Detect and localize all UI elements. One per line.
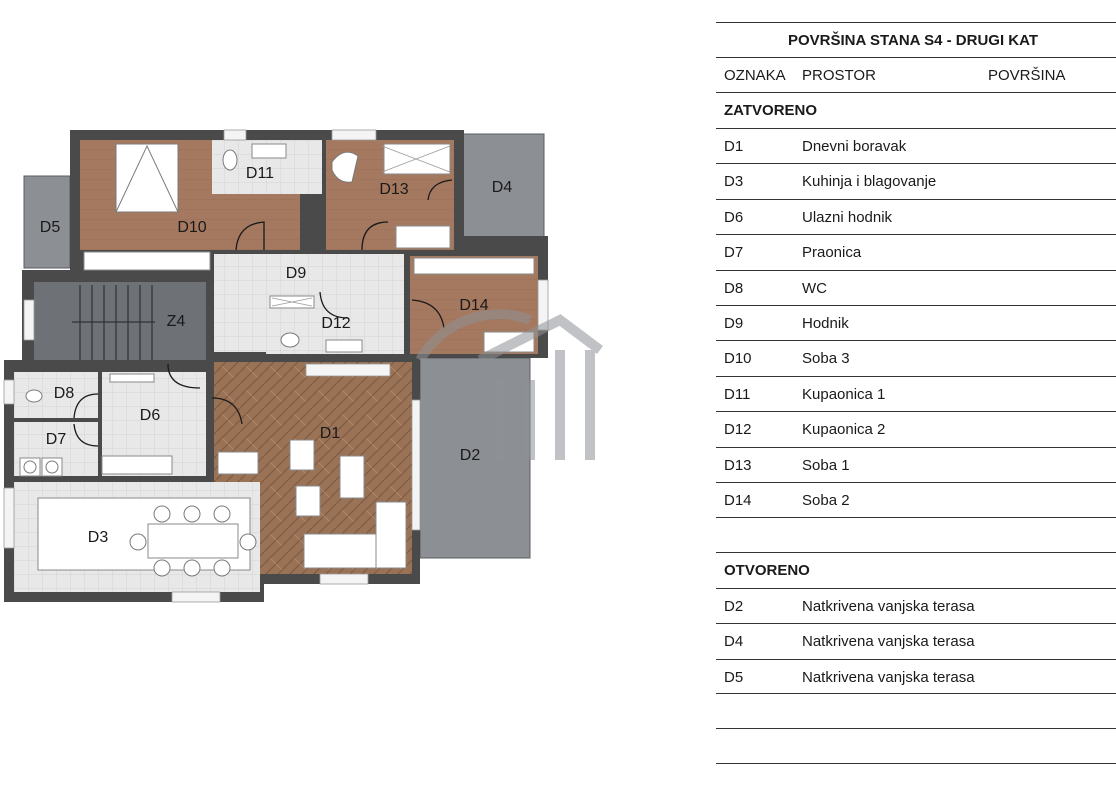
label-d13: D13 xyxy=(379,181,408,198)
row-code: D3 xyxy=(724,173,744,191)
row-code: D12 xyxy=(724,421,752,439)
table-row: D10 Soba 3 xyxy=(716,340,1116,375)
row-room-name: Soba 3 xyxy=(802,350,850,368)
row-code: D5 xyxy=(724,668,744,686)
table-row: D6 Ulazni hodnik xyxy=(716,198,1116,234)
label-d12: D12 xyxy=(321,315,350,332)
row-room-name: Natkrivena vanjska terasa xyxy=(802,598,975,615)
table-row: D11 Kupaonica 1 xyxy=(716,375,1116,411)
row-code: D13 xyxy=(724,456,752,474)
section-open-row: OTVORENO xyxy=(716,552,1116,587)
blank-row xyxy=(716,517,1116,552)
table-row: D1 Dnevni boravak xyxy=(716,128,1116,163)
label-d5: D5 xyxy=(40,219,61,236)
label-d6: D6 xyxy=(140,407,161,424)
row-room-name: Dnevni boravak xyxy=(802,138,907,155)
stairs-z4 xyxy=(34,282,206,360)
label-d14: D14 xyxy=(459,297,488,314)
row-code: D11 xyxy=(724,385,751,403)
row-code: D7 xyxy=(724,244,744,262)
table-row: D14 Soba 2 xyxy=(716,482,1116,517)
label-d7: D7 xyxy=(46,431,67,448)
row-room-name: Natkrivena vanjska terasa xyxy=(802,633,975,651)
table-row: D5 Natkrivena vanjska terasa xyxy=(716,658,1116,694)
label-d10: D10 xyxy=(177,219,206,236)
label-z4: Z4 xyxy=(167,313,186,330)
table-row: D2 Natkrivena vanjska terasa xyxy=(716,588,1116,623)
table-row: D8 WC xyxy=(716,269,1116,305)
table-title-row: POVRŠINA STANA S4 - DRUGI KAT xyxy=(716,22,1116,57)
label-d3: D3 xyxy=(88,529,109,546)
room-area-table: POVRŠINA STANA S4 - DRUGI KAT OZNAKA PRO… xyxy=(716,0,1116,768)
label-d2: D2 xyxy=(460,447,481,464)
row-code: D10 xyxy=(724,350,752,368)
row-room-name: Natkrivena vanjska terasa xyxy=(802,668,975,686)
col-header-code: OZNAKA xyxy=(724,67,786,84)
blank-row xyxy=(716,728,1116,763)
section-closed-label: ZATVORENO xyxy=(724,102,818,119)
row-code: D4 xyxy=(724,633,744,651)
row-code: D8 xyxy=(724,279,744,297)
row-room-name: Soba 2 xyxy=(802,492,850,509)
row-code: D2 xyxy=(724,598,744,615)
blank-row xyxy=(716,763,1116,798)
row-room-name: Kuhinja i blagovanje xyxy=(802,173,937,191)
table-row: D7 Praonica xyxy=(716,234,1116,269)
col-header-room: PROSTOR xyxy=(802,67,876,84)
row-code: D1 xyxy=(724,138,744,155)
label-d8: D8 xyxy=(54,385,75,402)
col-header-area: POVRŠINA xyxy=(988,67,1066,84)
row-code: D14 xyxy=(724,492,752,509)
row-code: D9 xyxy=(724,315,744,332)
section-open-label: OTVORENO xyxy=(724,562,810,579)
table-row: D4 Natkrivena vanjska terasa xyxy=(716,623,1116,658)
row-room-name: Praonica xyxy=(802,244,862,262)
watermark-logo xyxy=(415,309,603,460)
terrace-d2 xyxy=(420,358,530,558)
row-room-name: Kupaonica 1 xyxy=(802,385,886,403)
table-title: POVRŠINA STANA S4 - DRUGI KAT xyxy=(788,32,1039,49)
terrace-d4 xyxy=(462,134,544,242)
table-row: D12 Kupaonica 2 xyxy=(716,411,1116,446)
table-row: D3 Kuhinja i blagovanje xyxy=(716,163,1116,198)
label-d4: D4 xyxy=(492,179,513,196)
row-room-name: Ulazni hodnik xyxy=(802,208,893,226)
table-row: D13 Soba 1 xyxy=(716,446,1116,482)
blank-row xyxy=(716,693,1116,728)
row-room-name: Kupaonica 2 xyxy=(802,421,886,439)
label-d9: D9 xyxy=(286,265,307,282)
section-closed-row: ZATVORENO xyxy=(716,92,1116,127)
terrace-d5 xyxy=(24,176,70,268)
label-d11: D11 xyxy=(246,165,274,182)
table-row: D9 Hodnik xyxy=(716,305,1116,340)
floor-plan: D10 D11 D13 D4 D5 D9 D12 D14 Z4 D8 D6 D7… xyxy=(3,129,603,603)
row-room-name: WC xyxy=(802,279,827,297)
label-d1: D1 xyxy=(320,425,341,442)
row-room-name: Hodnik xyxy=(802,315,849,332)
row-room-name: Soba 1 xyxy=(802,456,850,474)
row-code: D6 xyxy=(724,208,744,226)
table-header-row: OZNAKA PROSTOR POVRŠINA xyxy=(716,57,1116,92)
